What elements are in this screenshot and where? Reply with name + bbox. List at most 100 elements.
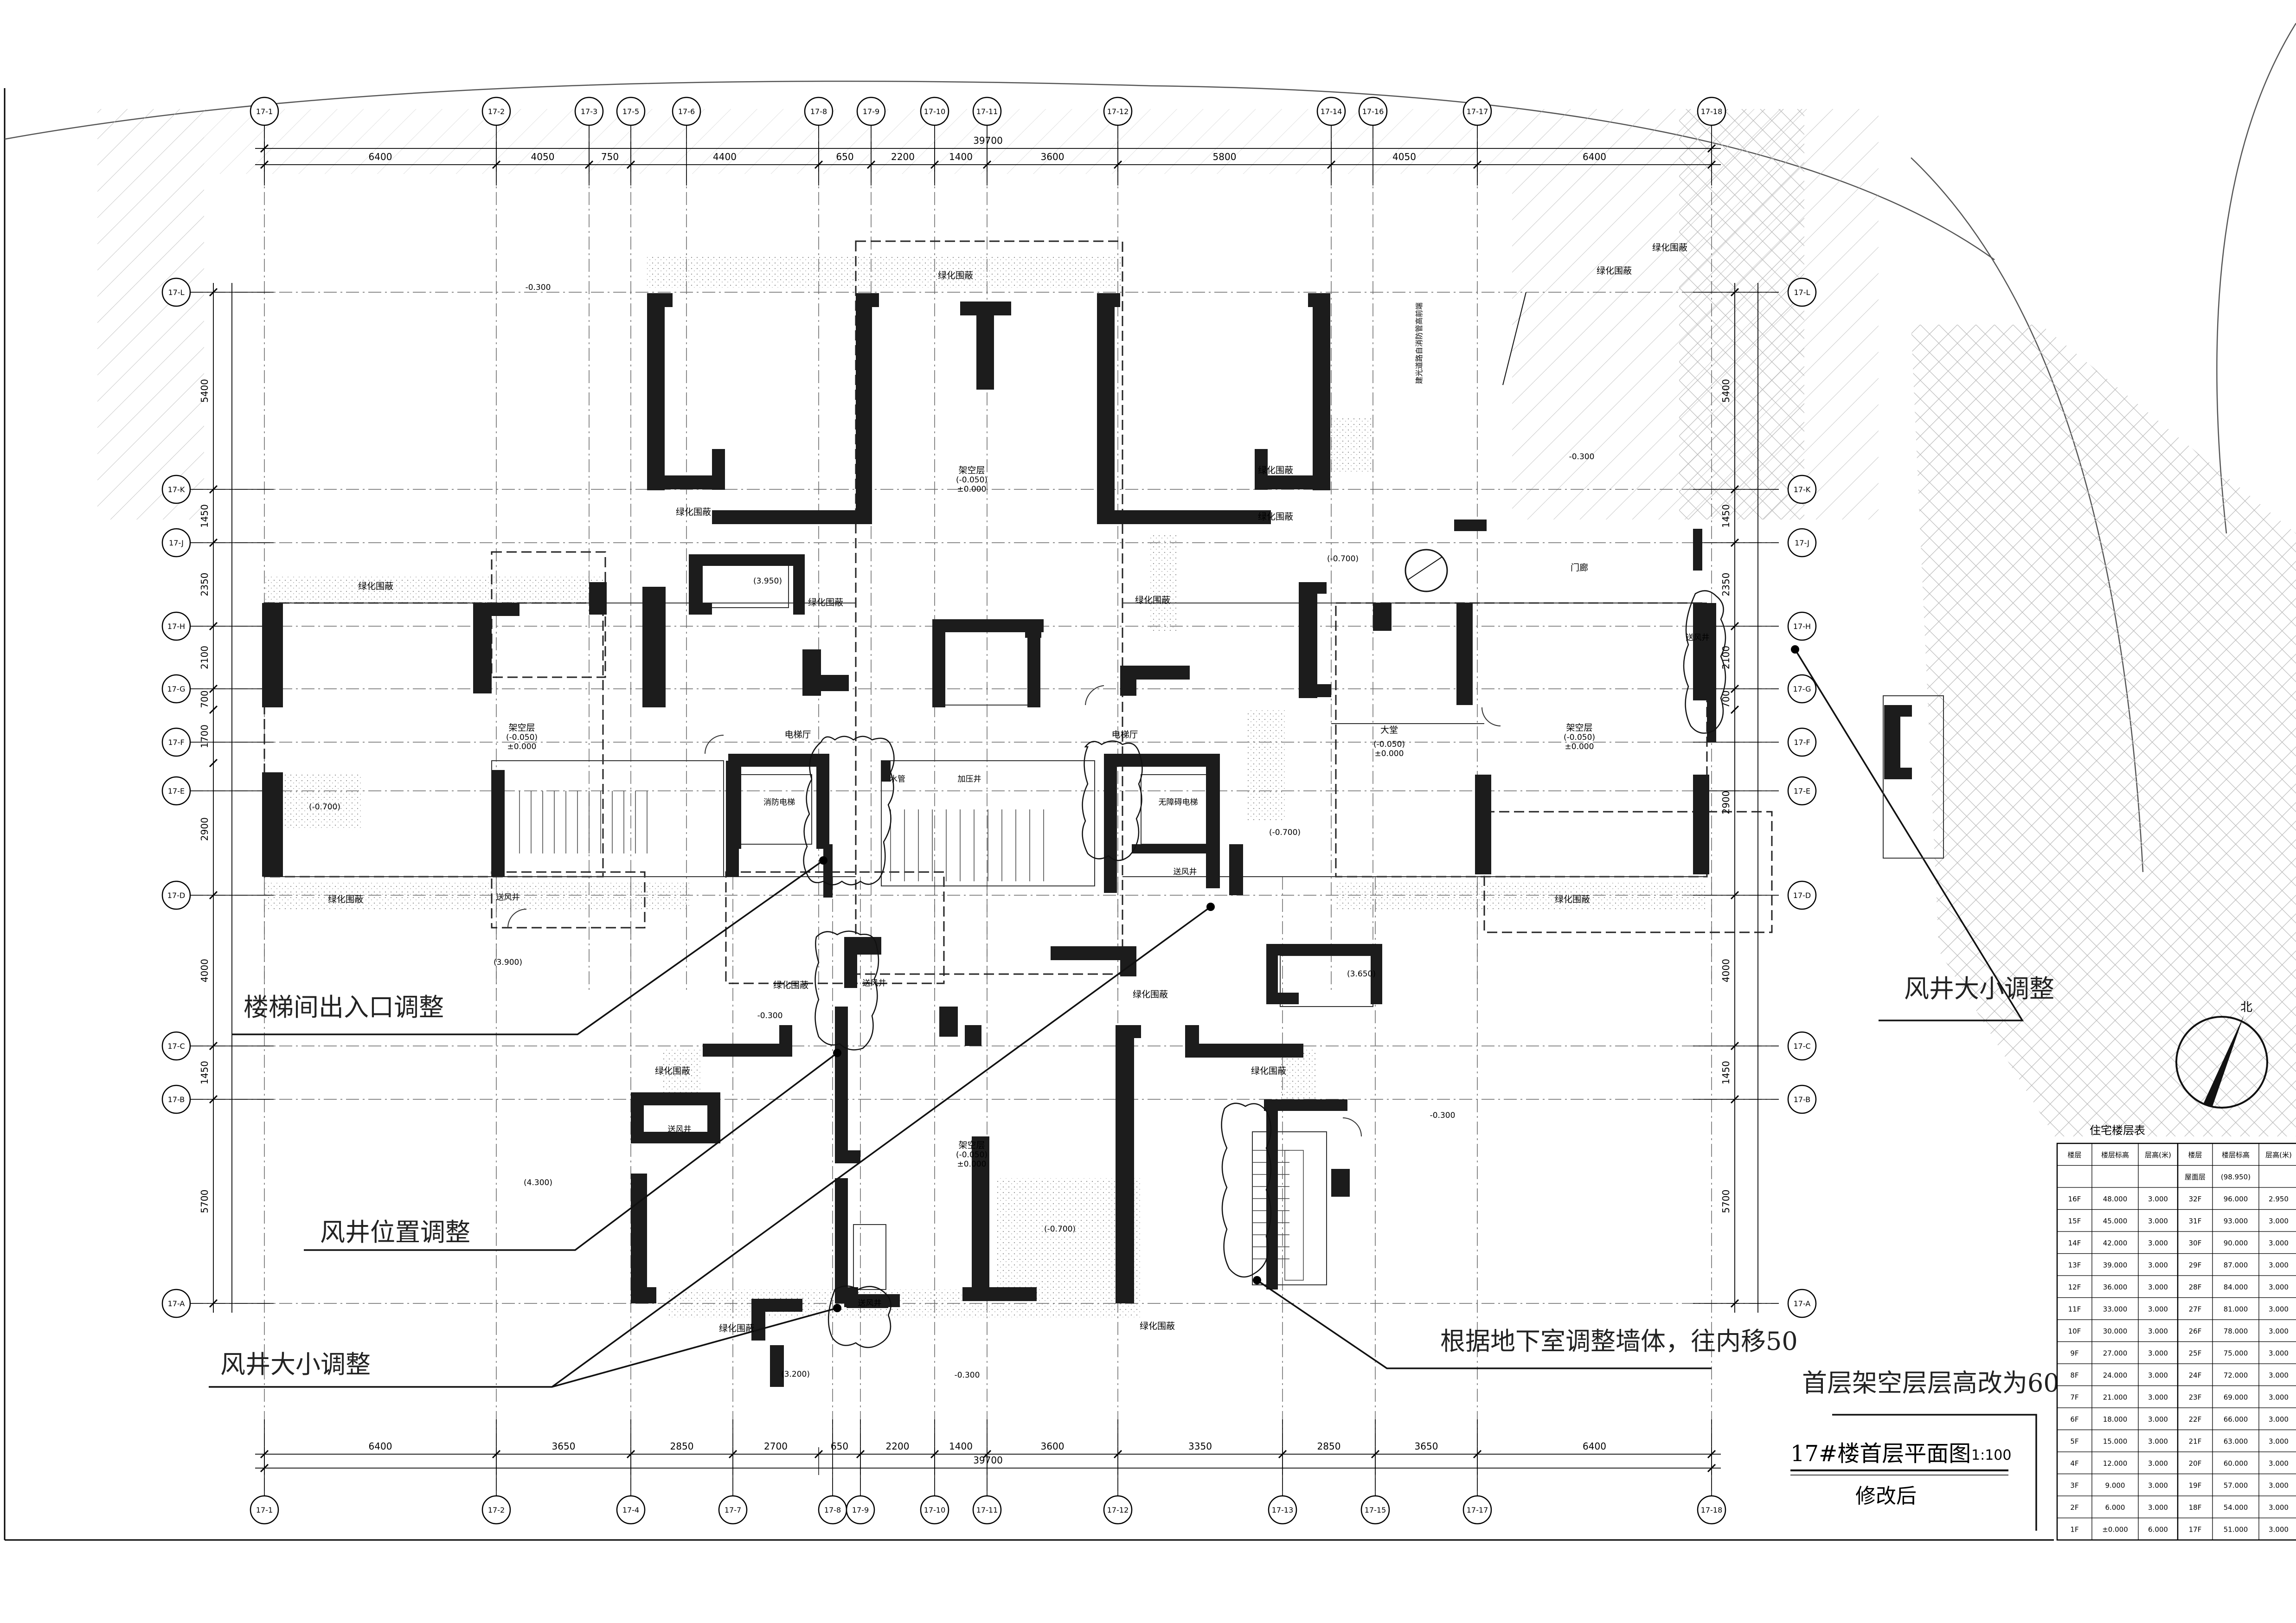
axis-bubble-label: 17-1: [256, 107, 273, 116]
axis-bubble-label: 17-7: [725, 1506, 741, 1514]
floor-table-cell: 3.000: [2269, 1261, 2289, 1269]
dimension-value: 700: [1720, 690, 1732, 708]
floor-table-cell: 2F: [2070, 1503, 2078, 1512]
dimension-value: 700: [199, 690, 210, 708]
floor-table-title: 住宅楼层表: [2090, 1124, 2145, 1137]
axis-bubble-label: 17-16: [1362, 107, 1384, 116]
floor-table-cell: 屋面层: [2185, 1173, 2206, 1181]
floor-table-cell: 3.000: [2148, 1217, 2168, 1225]
floor-table-cell: 3.000: [2148, 1481, 2168, 1489]
label-greening: 绿化围蔽: [1133, 989, 1168, 1000]
floor-table-cell: 14F: [2068, 1239, 2081, 1247]
label-elevation: (4.300): [524, 1178, 552, 1187]
label-entrance: 门廊: [1571, 563, 1588, 573]
note-wall-move: 根据地下室调整墙体，往内移50: [1440, 1327, 1798, 1356]
floor-table-cell: 29F: [2189, 1261, 2202, 1269]
revision-clouds: [803, 590, 1726, 1348]
floor-table-cell: 32F: [2189, 1195, 2202, 1203]
floor-table-header: 层高(米): [2265, 1151, 2292, 1159]
greening-patch: [276, 775, 362, 830]
axis-bubble-label: 17-E: [168, 787, 185, 795]
floor-table-cell: 9F: [2070, 1349, 2078, 1357]
dimension-value: 5800: [1213, 151, 1237, 162]
floor-table-cell: 27F: [2189, 1305, 2202, 1313]
dimension-value: 2850: [670, 1441, 694, 1452]
walls: [262, 293, 1912, 1387]
label-greening: 绿化围蔽: [1597, 266, 1632, 276]
axis-bubble-right: 17-K: [1787, 475, 1817, 504]
axis-bubble-label: 17-J: [169, 539, 184, 547]
floor-table-cell: 4F: [2070, 1459, 2078, 1468]
axis-bubble-label: 17-C: [1793, 1042, 1810, 1051]
dimension-value: 1450: [199, 504, 210, 528]
floor-table-cell: 45.000: [2103, 1217, 2128, 1225]
axis-bubble-right: 17-J: [1787, 528, 1817, 558]
dimension-value: 6400: [369, 1441, 392, 1452]
label-greening: 绿化围蔽: [1258, 465, 1293, 475]
label-elevation: (-0.050): [1373, 740, 1405, 749]
crosshatch-right-field: [1911, 325, 2296, 1136]
floor-table-cell: 3.000: [2148, 1283, 2168, 1291]
floor-table-cell: 87.000: [2224, 1261, 2248, 1269]
floor-table-cell: 3.000: [2148, 1239, 2168, 1247]
dimension-value: 4400: [713, 151, 737, 162]
axis-bubble-label: 17-C: [167, 1042, 185, 1051]
floor-table-cell: 3.000: [2269, 1327, 2289, 1335]
axis-bubble-label: 17-K: [168, 485, 185, 494]
dimension-total: 39700: [973, 135, 1003, 146]
floor-table-cell: 3.000: [2269, 1415, 2289, 1424]
floor-table-header: 楼层: [2067, 1151, 2081, 1159]
label-air-shaft: 送风井: [496, 893, 520, 902]
label-elevation: ±0.000: [507, 742, 537, 751]
label-elevation: (3.900): [494, 958, 522, 967]
label-elevator-barrier-free: 无障碍电梯: [1159, 798, 1198, 807]
dimension-value: 4050: [1392, 151, 1416, 162]
axis-bubble-left: 17-L: [161, 277, 191, 307]
axis-bubble-top: 17-10: [920, 96, 949, 126]
floor-table-cell: 33.000: [2103, 1305, 2128, 1313]
axis-bubble-left: 17-G: [161, 674, 191, 704]
dimension-value: 5700: [1720, 1190, 1732, 1213]
floor-table-cell: 78.000: [2224, 1327, 2248, 1335]
axis-bubble-label: 17-H: [167, 622, 185, 631]
floor-table-cell: 3.000: [2269, 1239, 2289, 1247]
floor-table-cell: 18.000: [2103, 1415, 2128, 1424]
floor-table-cell: 21.000: [2103, 1393, 2128, 1401]
stair-treads: [519, 791, 1304, 1281]
floor-table-cell: 9.000: [2105, 1481, 2125, 1489]
label-elevation: (3.950): [753, 577, 782, 586]
floor-table-cell: 22F: [2189, 1415, 2202, 1424]
axis-bubble-bottom: 17-11: [972, 1495, 1002, 1525]
axis-bubble-label: 17-15: [1365, 1506, 1386, 1514]
floor-table-cell: 3.000: [2269, 1503, 2289, 1512]
dimension-value: 3600: [1041, 1441, 1065, 1452]
floor-table-cell: 3.000: [2269, 1459, 2289, 1468]
label-elevator-fire: 消防电梯: [763, 798, 795, 807]
label-air-shaft: 送风井: [858, 1299, 882, 1308]
axis-bubble-top: 17-11: [972, 96, 1002, 126]
dimension-value: 4050: [531, 151, 555, 162]
axis-bubble-top: 17-5: [616, 96, 646, 126]
greening-patch: [1327, 417, 1373, 473]
axis-bubble-label: 17-12: [1107, 1506, 1129, 1514]
label-elevation: -0.300: [955, 1371, 980, 1380]
label-elevation: -0.300: [757, 1011, 783, 1020]
floor-table-cell: 84.000: [2224, 1283, 2248, 1291]
axis-bubble-label: 17-8: [824, 1506, 841, 1514]
axis-bubble-label: 17-5: [622, 107, 639, 116]
label-elevation: (-0.050): [956, 1150, 988, 1160]
dimension-value: 2850: [1317, 1441, 1341, 1452]
annotation-leaders: [209, 292, 2037, 1531]
floor-table-cell: 15F: [2068, 1217, 2081, 1225]
floor-table-cell: 3.000: [2148, 1459, 2168, 1468]
hatch-area-top-left: [97, 109, 204, 520]
floor-table-cell: 24F: [2189, 1371, 2202, 1379]
label-greening: 绿化围蔽: [328, 894, 363, 905]
dimension-value: 2200: [886, 1441, 910, 1452]
compass-north-label: 北: [2240, 1001, 2252, 1014]
floor-table-cell: 3.000: [2269, 1305, 2289, 1313]
note-shaft-position: 风井位置调整: [320, 1218, 470, 1247]
axis-bubble-label: 17-G: [167, 685, 185, 693]
floor-table-cell: 3.000: [2148, 1393, 2168, 1401]
